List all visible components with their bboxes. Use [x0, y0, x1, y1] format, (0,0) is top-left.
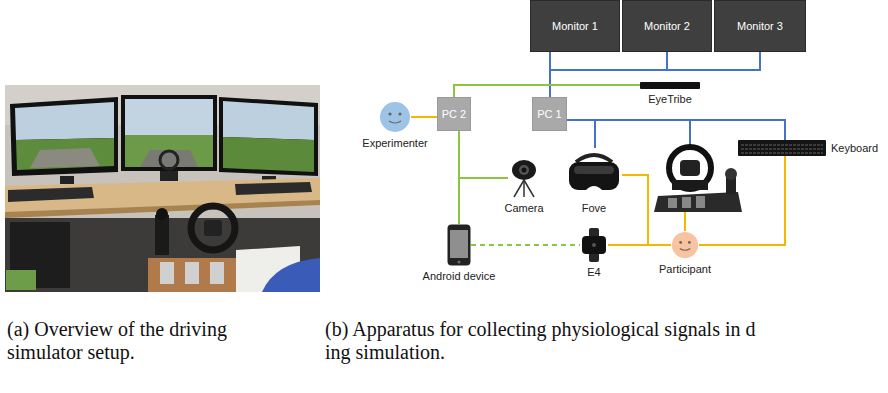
- pc-box: PC 1: [532, 97, 567, 131]
- connector: [608, 244, 671, 246]
- participant-node: Participant: [671, 231, 699, 259]
- connector: [459, 131, 508, 178]
- box-label: Monitor 3: [737, 20, 783, 32]
- phone-node: Android device: [447, 224, 471, 266]
- vr-headset-icon: [566, 148, 622, 198]
- wheel-pedals-icon: [654, 120, 742, 231]
- eyetracker-icon: [640, 82, 700, 89]
- pc-box: PC 2: [437, 97, 471, 131]
- device-label: Android device: [423, 270, 496, 283]
- monitor-box: Monitor 1: [530, 0, 620, 52]
- keyboard-node: Keyboard: [738, 140, 826, 156]
- wristband-icon: [580, 228, 608, 262]
- device-label: Experimenter: [362, 137, 427, 150]
- connector: [471, 244, 580, 246]
- connector: [550, 52, 667, 97]
- device-label: EyeTribe: [648, 93, 692, 106]
- phone-icon: [447, 224, 471, 266]
- experimenter-node: Experimenter: [379, 101, 411, 133]
- face-icon: [671, 231, 699, 259]
- box-label: PC 1: [537, 108, 561, 120]
- connector: [699, 156, 785, 245]
- keyboard-icon: [738, 140, 826, 156]
- caption: (b) Apparatus for collecting physiologic…: [325, 318, 775, 364]
- box-label: Monitor 1: [552, 20, 598, 32]
- connector: [567, 120, 595, 148]
- device-label: E4: [587, 266, 600, 279]
- device-label: Participant: [659, 263, 711, 276]
- headset-node: Fove: [566, 148, 622, 198]
- connector: [411, 116, 437, 118]
- device-label: Fove: [582, 202, 606, 215]
- connector: [550, 52, 760, 97]
- face-icon: [379, 101, 411, 133]
- eyetracker-node: EyeTribe: [640, 82, 700, 89]
- connector: [454, 85, 640, 97]
- connector: [622, 175, 671, 245]
- monitor-box: Monitor 2: [622, 0, 712, 52]
- caption: (a) Overview of the driving simulator se…: [7, 318, 269, 364]
- box-label: Monitor 2: [644, 20, 690, 32]
- device-label: Camera: [504, 202, 543, 215]
- camera-node: Camera: [508, 158, 540, 198]
- device-label: Keyboard: [831, 142, 878, 155]
- simulator-photo: [5, 85, 320, 292]
- monitor-box: Monitor 3: [714, 0, 806, 52]
- box-label: PC 2: [442, 108, 466, 120]
- wristband-node: E4: [580, 228, 608, 262]
- connector: [458, 131, 460, 224]
- camera-icon: [508, 158, 540, 198]
- connector: [567, 120, 785, 140]
